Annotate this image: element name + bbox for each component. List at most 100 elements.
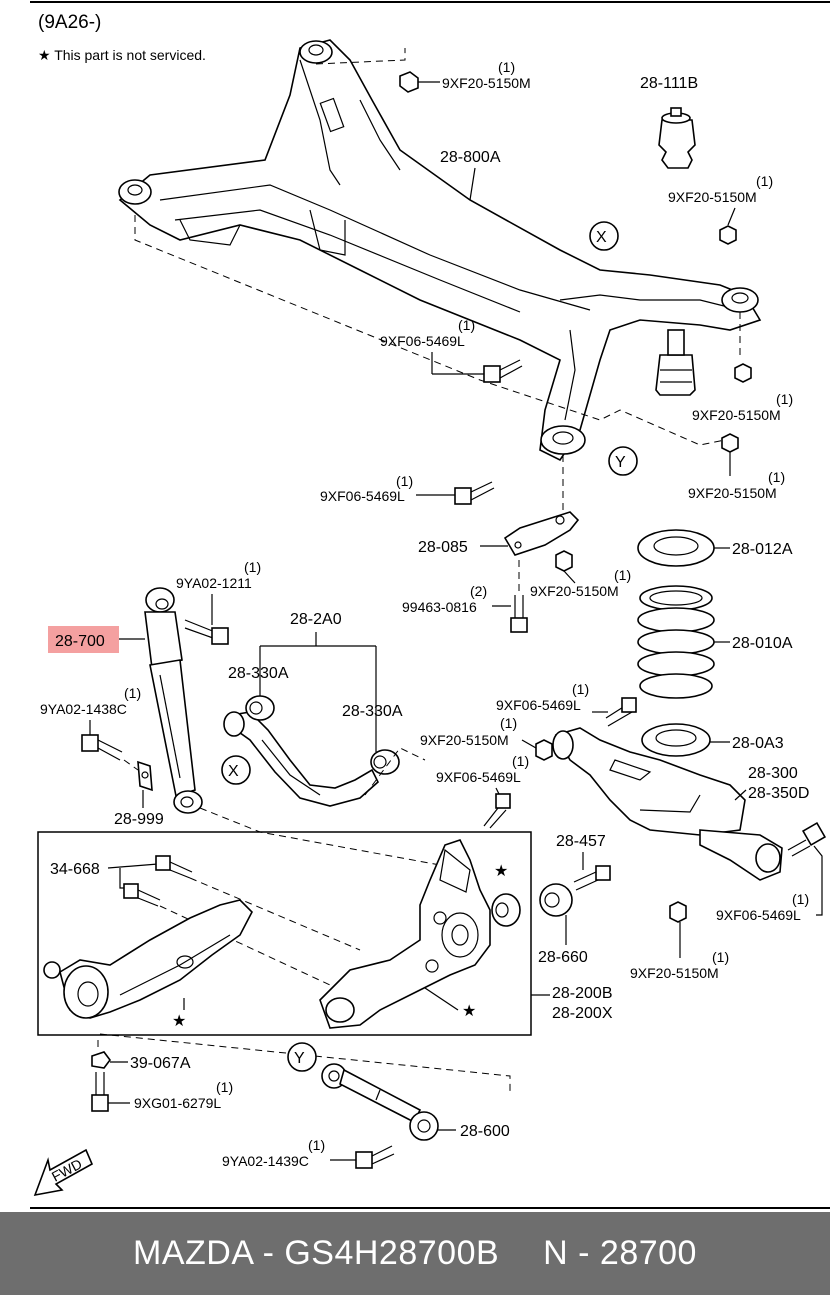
qty-label: (1) [792, 891, 809, 907]
spring-seat-upper [637, 529, 715, 567]
qty-label: (1) [124, 685, 141, 701]
qty-label: (1) [512, 753, 529, 769]
nut-9xf20-lower [669, 901, 687, 923]
label-28-330a: 28-330A [342, 703, 403, 720]
bolt-9xf06-upper [483, 359, 523, 383]
qty-label: (1) [614, 567, 631, 583]
bolt-right-end [787, 821, 827, 857]
spring-seat-lower [641, 723, 711, 757]
label-9xf20-5150m: 9XF20-5150M [420, 732, 509, 748]
nut-9xf20-side [721, 433, 739, 453]
label-9xf06-5469l: 9XF06-5469L [496, 697, 581, 713]
label-9xf20-5150m: 9XF20-5150M [688, 485, 777, 501]
bolt-28-457 [573, 865, 611, 891]
label-28-700[interactable]: 28-700 [55, 633, 105, 650]
label-28-0a3: 28-0A3 [732, 735, 784, 752]
qty-label: (1) [776, 391, 793, 407]
callout-x-arm: X [228, 763, 239, 780]
qty-label: (1) [768, 469, 785, 485]
washer-39-067a [91, 1051, 111, 1069]
bolt-9ya02-1439c [355, 1145, 395, 1169]
label-9xf06-5469l: 9XF06-5469L [320, 488, 405, 504]
nut-9xf20-top [399, 71, 419, 93]
trailing-arm-box [37, 831, 532, 1036]
bolt-99463 [510, 595, 528, 633]
nut-9xf20-arm [535, 739, 553, 761]
label-28-800a: 28-800A [440, 149, 501, 166]
nut-9xf20-bracket [555, 550, 573, 572]
label-9xf20-5150m: 9XF20-5150M [442, 75, 531, 91]
label-28-200x: 28-200X [552, 1005, 613, 1022]
label-9ya02-1438c: 9YA02-1438C [40, 701, 127, 717]
bolt-9xf06-lower [483, 793, 511, 829]
bolt-9xf06-left [454, 481, 495, 505]
label-28-085: 28-085 [418, 539, 468, 556]
qty-label: (1) [458, 317, 475, 333]
bushing-28-330a-right [370, 749, 400, 775]
lateral-link-28-600 [321, 1063, 439, 1141]
label-9xf20-5150m: 9XF20-5150M [668, 189, 757, 205]
label-34-668: 34-668 [50, 861, 100, 878]
footer-bar: MAZDA - GS4H28700B N - 28700 [0, 1212, 830, 1295]
qty-label: (2) [470, 583, 487, 599]
label-99463-0816: 99463-0816 [402, 599, 477, 615]
label-9xf20-5150m: 9XF20-5150M [530, 583, 619, 599]
label-9xf20-5150m: 9XF20-5150M [692, 407, 781, 423]
label-9xf20-5150m: 9XF20-5150M [630, 965, 719, 981]
footer-part-number: MAZDA - GS4H28700B [133, 1234, 500, 1272]
knuckle-hub [319, 839, 491, 1029]
bolt-9ya02-1438c [81, 734, 123, 761]
callout-x: X [596, 229, 607, 246]
label-28-660: 28-660 [538, 949, 588, 966]
qty-label: (1) [244, 559, 261, 575]
footer-reference: N - 28700 [543, 1234, 697, 1272]
rubber-bumper [655, 329, 696, 396]
qty-label: (1) [498, 59, 515, 75]
rear-crossmember [118, 39, 762, 462]
label-9ya02-1211: 9YA02-1211 [176, 575, 252, 591]
qty-label: (1) [712, 949, 729, 965]
label-28-457: 28-457 [556, 833, 606, 850]
callout-y: Y [615, 454, 626, 471]
highlight-box-28-700 [48, 626, 119, 653]
qty-label: (1) [756, 173, 773, 189]
bushing-28-660 [539, 883, 573, 917]
qty-label: (1) [308, 1137, 325, 1153]
nut-9xf20-right [734, 363, 752, 383]
bolt-9xf06-arm [605, 697, 637, 727]
qty-label: (1) [216, 1079, 233, 1095]
upper-arm-28-2a0 [223, 711, 379, 807]
star-mark: ★ [494, 863, 508, 880]
shock-absorber[interactable] [144, 587, 203, 814]
star-mark: ★ [172, 1013, 186, 1030]
label-9xf06-5469l: 9XF06-5469L [380, 333, 465, 349]
washer-28-999 [137, 760, 153, 792]
bushing-28-330a-left [245, 695, 275, 721]
exploded-parts-diagram: (9A26-) ★ This part is not serviced. 9XF… [30, 1, 830, 1209]
fwd-arrow-icon [33, 1148, 94, 1197]
bracket-28-085 [503, 511, 580, 556]
not-serviced-note: ★ This part is not serviced. [38, 47, 206, 63]
label-28-600: 28-600 [460, 1123, 510, 1140]
callout-y-link: Y [294, 1050, 305, 1067]
qty-label: (1) [396, 473, 413, 489]
label-28-300: 28-300 [748, 765, 798, 782]
label-9ya02-1439c: 9YA02-1439C [222, 1153, 309, 1169]
label-9xg01-6279l: 9XG01-6279L [134, 1095, 221, 1111]
trailing-arm [43, 899, 253, 1019]
bolt-34-668-b [123, 883, 161, 907]
label-9xf06-5469l: 9XF06-5469L [436, 769, 521, 785]
bolt-9xg01 [91, 1072, 109, 1112]
label-9xf06-5469l: 9XF06-5469L [716, 907, 801, 923]
lower-arm-28-300 [552, 727, 783, 881]
label-28-999: 28-999 [114, 811, 164, 828]
bolt-34-668-a [155, 855, 193, 879]
qty-label: (1) [572, 681, 589, 697]
bump-stopper [658, 107, 696, 169]
label-28-2a0: 28-2A0 [290, 611, 342, 628]
label-28-200b: 28-200B [552, 985, 613, 1002]
star-mark: ★ [462, 1003, 476, 1020]
label-28-012a: 28-012A [732, 541, 793, 558]
knuckle-bushing [491, 893, 521, 927]
bolt-9ya02-1211 [184, 619, 229, 645]
